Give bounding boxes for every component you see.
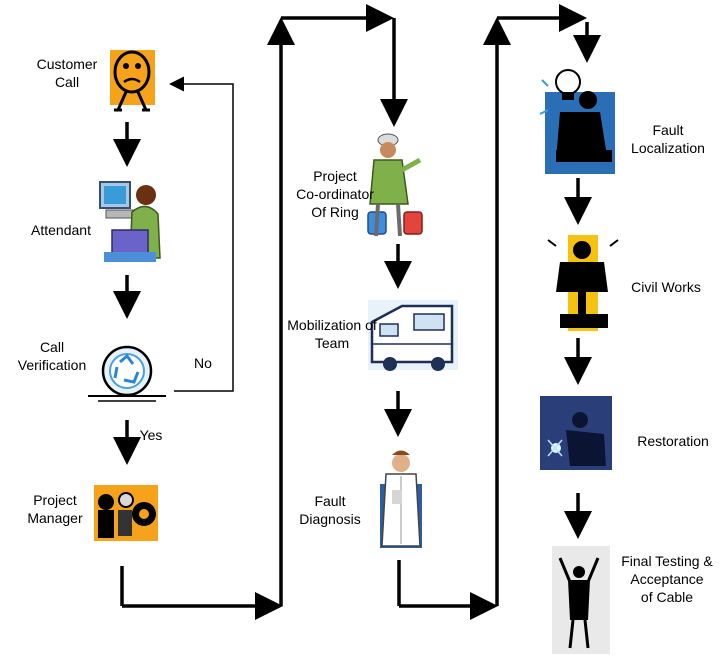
label-line: Restoration [637,433,709,449]
label-line: Co-ordinator [296,186,374,202]
label-project-manager: Project Manager [22,491,88,527]
label-final-testing: Final Testing & Acceptance of Cable [614,552,720,606]
label-line: Fault [314,493,346,509]
computer-operator-icon [99,181,161,262]
label-project-coordinator: Project Co-ordinator Of Ring [290,167,380,221]
label-branch-yes: Yes [136,426,166,444]
label-line: Of Ring [311,204,359,220]
label-line: Team [314,335,350,351]
victory-silhouette-icon [552,546,610,654]
jackhammer-worker-icon [547,235,619,331]
worried-face-icon [110,50,155,112]
label-line: Localization [631,140,705,156]
label-line: Call [54,74,80,90]
arrow-manager-to-coordinator [120,4,408,620]
label-civil-works: Civil Works [624,278,708,296]
label-line: Call [39,339,65,355]
engineer-icon [367,133,423,237]
label-fault-localization: Fault Localization [628,121,708,157]
label-line: Fault [652,122,684,138]
label-line: Manager [27,510,83,526]
gears-people-icon [94,485,158,541]
label-call-verification: Call Verification [12,338,92,374]
label-line: Yes [139,427,163,443]
label-line: Mobilization of [287,317,377,333]
label-line: Final Testing & [621,553,713,569]
label-line: Diagnosis [299,511,361,527]
label-attendant: Attendant [28,221,94,239]
arrow-diagnosis-to-localization [397,4,601,620]
label-line: Verification [17,357,87,373]
doctor-icon [380,450,422,548]
welder-icon [540,396,612,470]
label-line: No [194,355,212,371]
label-customer-call: Customer Call [34,55,100,91]
label-line: Project [313,168,357,184]
label-fault-diagnosis: Fault Diagnosis [290,492,370,528]
label-line: Acceptance [630,571,704,587]
label-line: Customer [36,56,98,72]
label-branch-no: No [188,354,218,372]
lightbulb-idea-icon [539,69,615,174]
ambulance-icon [368,300,458,371]
recycle-disc-icon [88,345,166,402]
label-line: of Cable [640,589,694,605]
arrow-no-loop [169,76,234,392]
label-line: Civil Works [631,279,701,295]
label-mobilization: Mobilization of Team [284,316,380,352]
label-restoration: Restoration [630,432,716,450]
label-line: Project [33,492,77,508]
label-line: Attendant [31,222,91,238]
